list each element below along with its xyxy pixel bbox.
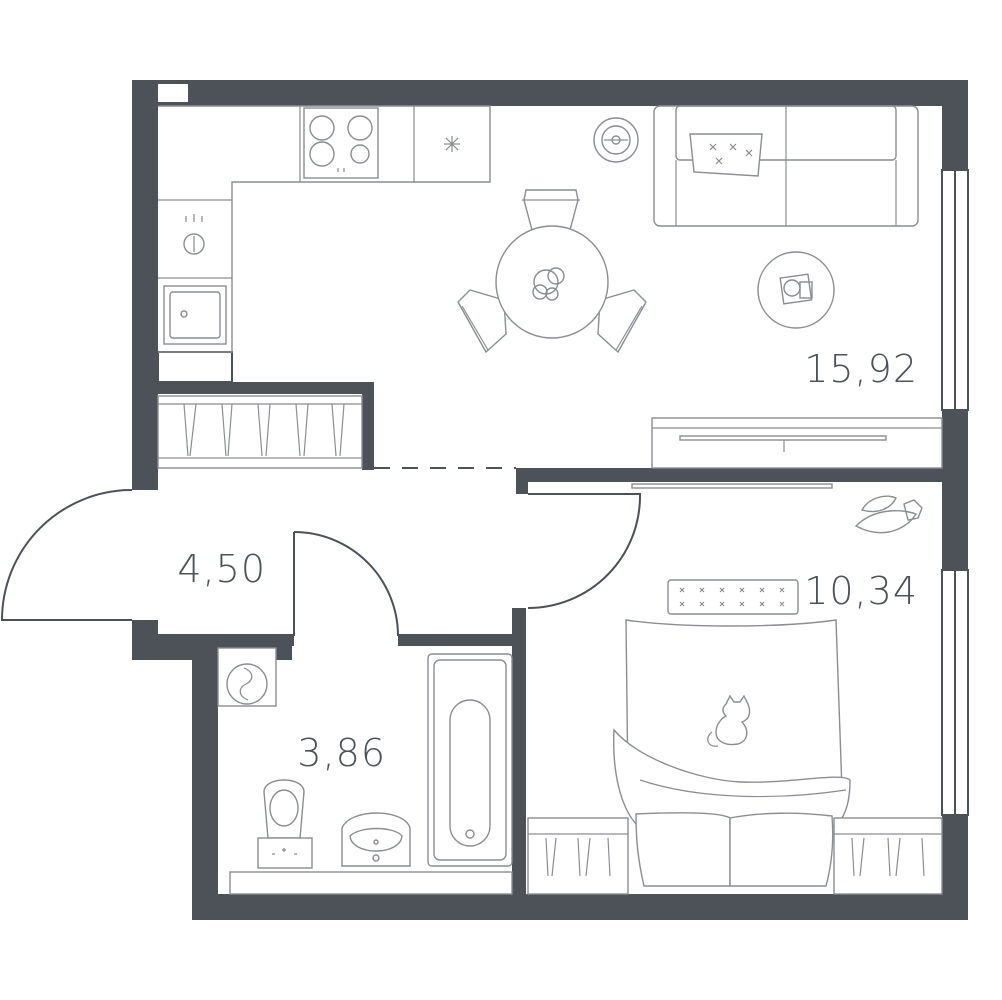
area-label-living-kitchen: 15,92 [804, 347, 918, 391]
bench [667, 579, 799, 615]
sofa [653, 105, 919, 227]
kitchen-sink-icon [163, 285, 227, 345]
toilet-icon [257, 779, 313, 869]
lamp-icon [593, 117, 639, 163]
bathroom-sink-icon [341, 812, 411, 867]
bedroom-area [527, 483, 943, 895]
bedroom-shelf-right [833, 817, 943, 895]
flowers-icon [532, 267, 565, 301]
living-area [593, 105, 943, 469]
area-label-hallway: 4,50 [177, 547, 266, 591]
bathroom-area [217, 647, 513, 895]
walls [132, 80, 969, 920]
fridge-icon [444, 136, 460, 152]
wardrobe [157, 395, 363, 469]
area-label-bedroom: 10,34 [804, 569, 918, 613]
washing-machine-icon [217, 647, 277, 707]
kitchen [158, 105, 491, 353]
faucet-icon [183, 214, 205, 255]
bathtub [427, 653, 513, 867]
coffee-table [757, 251, 835, 329]
dining-table [457, 189, 647, 354]
doors [0, 467, 642, 637]
plant-icon [854, 495, 923, 534]
tv-stand [651, 417, 943, 469]
bed [613, 619, 851, 887]
area-label-bathroom: 3,86 [297, 731, 386, 775]
cooktop-icon [303, 107, 379, 179]
cat-icon [707, 694, 751, 747]
bedroom-shelf-left [527, 817, 629, 895]
